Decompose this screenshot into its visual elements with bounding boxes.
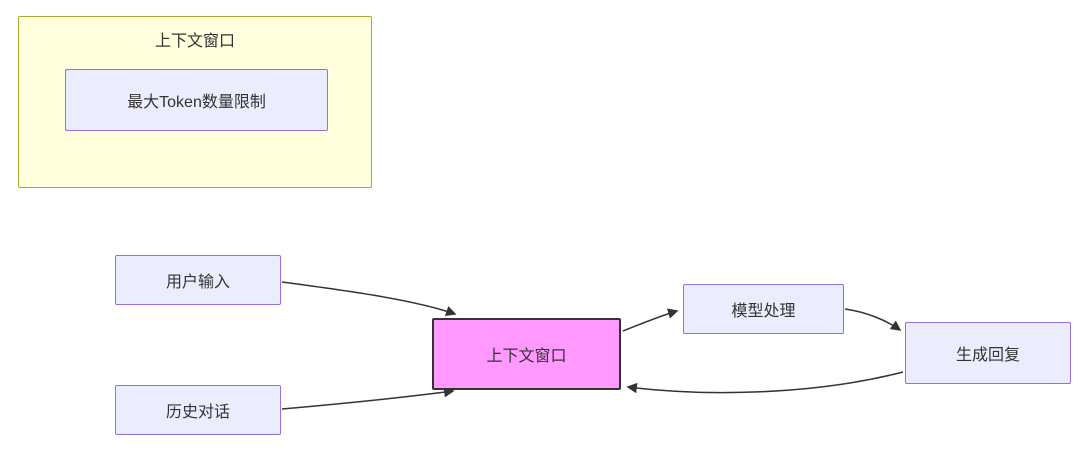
node-history-label: 历史对话: [165, 404, 230, 421]
node-reply-label: 生成回复: [955, 347, 1020, 364]
node-model-process-label: 模型处理: [731, 303, 796, 320]
edge-context-to-model: [622, 308, 679, 332]
node-context-window-label: 上下文窗口: [486, 348, 567, 365]
node-model-process: 模型处理: [683, 284, 844, 334]
node-token-limit: 最大Token数量限制: [65, 69, 328, 131]
edge-reply-to-context: [626, 371, 904, 394]
node-context-window: 上下文窗口: [432, 318, 621, 390]
node-token-limit-label: 最大Token数量限制: [127, 94, 266, 111]
edge-model-to-reply: [844, 308, 902, 331]
node-user-input: 用户输入: [115, 255, 281, 305]
node-user-input-label: 用户输入: [165, 274, 230, 291]
node-history: 历史对话: [115, 385, 281, 435]
node-reply: 生成回复: [905, 322, 1071, 384]
subgraph-title: 上下文窗口: [154, 33, 235, 50]
subgraph-context-window: 上下文窗口 最大Token数量限制: [18, 16, 372, 188]
edge-history-to-context: [281, 386, 455, 410]
edge-user-input-to-context: [281, 281, 457, 317]
